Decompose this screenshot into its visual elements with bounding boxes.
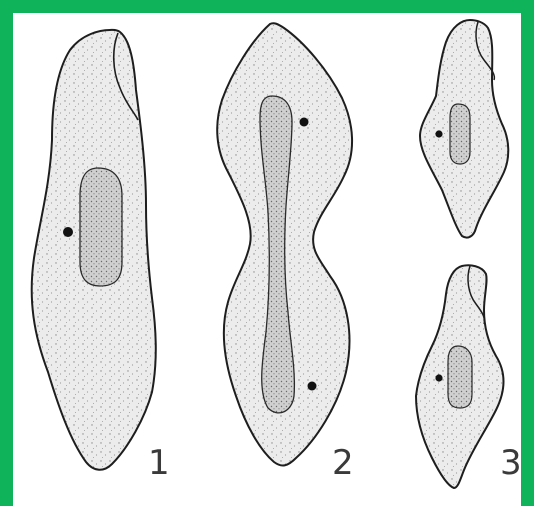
- cell-1-dot: [63, 227, 73, 237]
- cell-3-lower-dot: [435, 374, 442, 381]
- cell-2: [217, 23, 352, 465]
- cell-1: [32, 30, 156, 470]
- cell-2-dot-upper: [300, 118, 309, 127]
- cell-3-upper: [420, 20, 508, 238]
- cell-3-upper-dot: [435, 130, 442, 137]
- cell-3-lower: [416, 265, 504, 488]
- figure-label-2: 2: [332, 443, 354, 483]
- cell-1-nucleus: [80, 168, 122, 286]
- cell-3-upper-nucleus: [450, 104, 470, 164]
- figure-label-3: 3: [500, 443, 522, 483]
- cell-3-lower-nucleus: [448, 346, 472, 408]
- cell-2-dot-lower: [308, 382, 317, 391]
- figure-label-1: 1: [148, 443, 170, 483]
